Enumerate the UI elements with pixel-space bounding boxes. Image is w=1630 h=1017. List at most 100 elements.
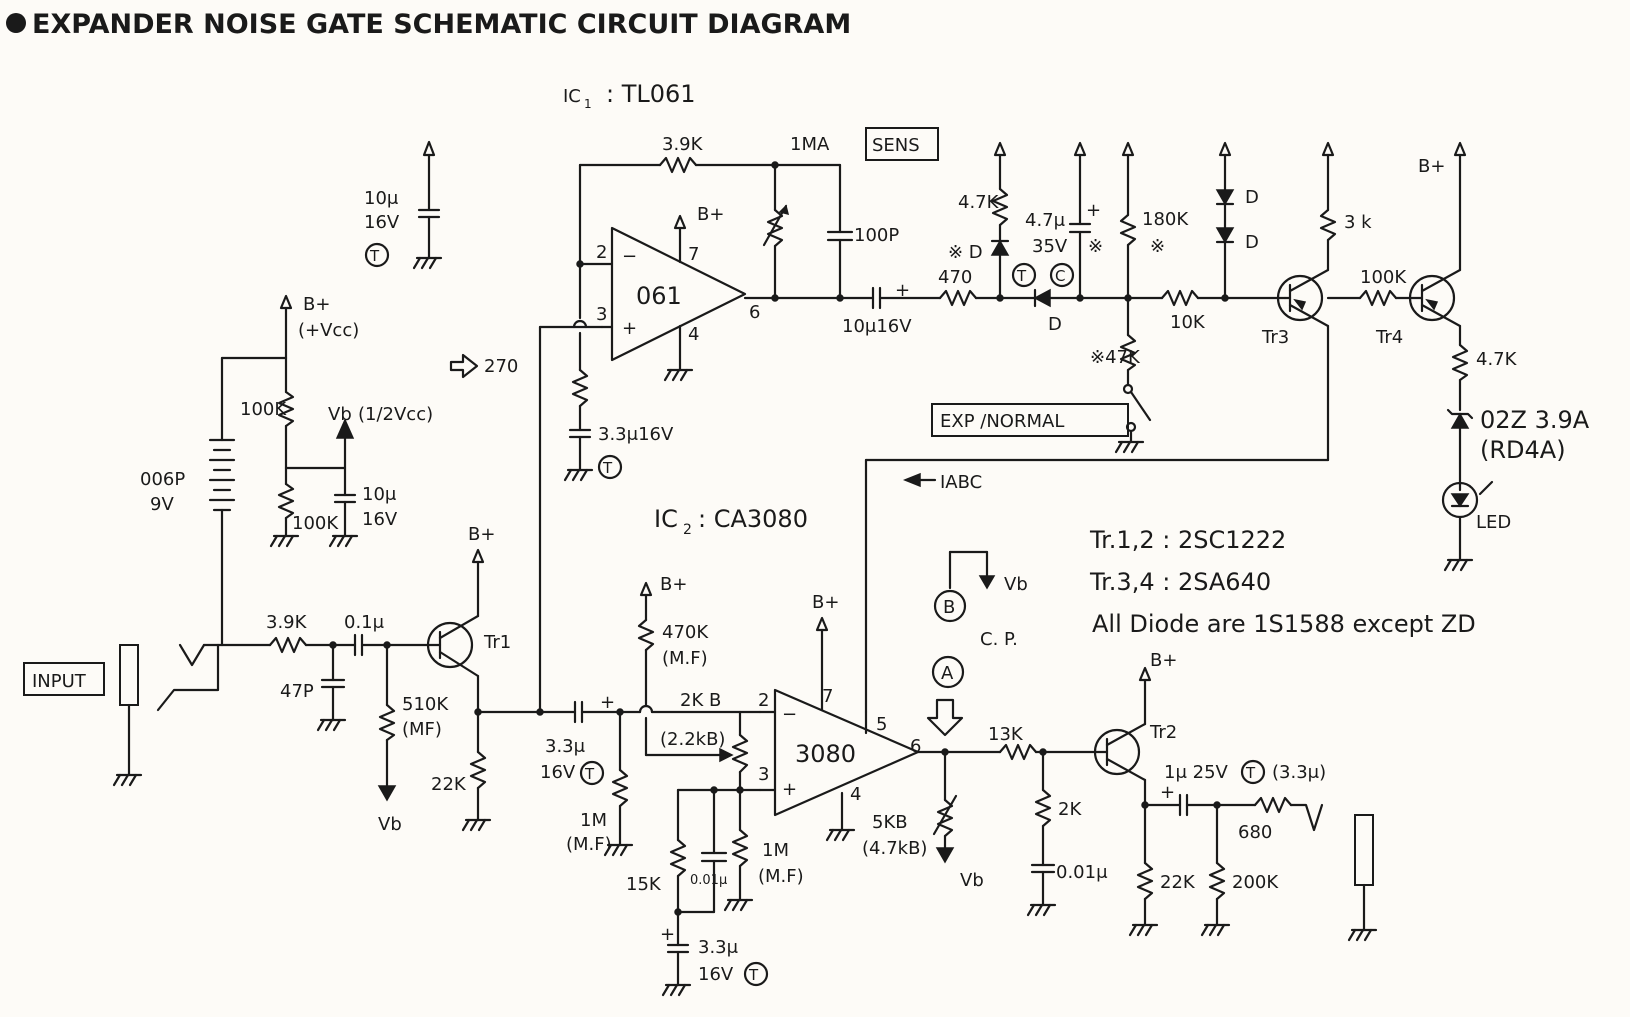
svg-text:A: A [941,663,954,684]
svg-text:4.7K: 4.7K [958,192,1000,213]
svg-text:4: 4 [850,784,861,805]
svg-text:35V: 35V [1032,236,1068,257]
svg-text:3.9K: 3.9K [266,612,308,633]
svg-text:9V: 9V [150,494,174,515]
svg-text:3.3μ16V: 3.3μ16V [598,424,674,445]
svg-text:(2.2kB): (2.2kB) [660,729,725,750]
svg-text:※: ※ [1088,236,1103,257]
svg-text:D: D [1245,232,1259,253]
svg-text:100K: 100K [240,399,287,420]
svg-text:16V: 16V [698,964,734,985]
led-driver-section: Tr3 3 k IABC 100K Tr4 B+ 4.7K 02Z 3.9A (… [864,141,1590,714]
svg-text:Tr1: Tr1 [483,632,511,653]
svg-text:270: 270 [484,356,518,377]
svg-text:22K: 22K [431,774,467,795]
svg-text:2K B: 2K B [680,690,721,711]
svg-text:T: T [1245,764,1256,782]
svg-text:3.3μ: 3.3μ [698,937,739,958]
svg-text:2: 2 [758,690,769,711]
svg-text:+: + [660,924,675,945]
svg-text:47P: 47P [280,681,314,702]
svg-text:6: 6 [910,736,921,757]
svg-text:2K: 2K [1058,799,1082,820]
ic1-ref: IC [563,86,581,107]
svg-text:4.7μ: 4.7μ [1025,210,1066,231]
svg-text:470: 470 [938,267,972,288]
svg-text:10μ: 10μ [362,484,397,505]
svg-text:16V: 16V [540,762,576,783]
svg-text:+: + [1160,782,1175,803]
svg-text:B+: B+ [660,574,687,595]
svg-text:100K: 100K [1360,267,1407,288]
svg-text:3.9K: 3.9K [662,134,704,155]
svg-text:5KB: 5KB [872,812,908,833]
svg-text:Tr4: Tr4 [1375,327,1403,348]
notes: Tr.1,2 : 2SC1222 Tr.3,4 : 2SA640 All Dio… [1089,526,1476,638]
svg-text:13K: 13K [988,724,1024,745]
svg-text:200K: 200K [1232,872,1279,893]
svg-text:10μ: 10μ [364,188,399,209]
ic1-part: : TL061 [606,80,696,108]
svg-text:(M.F): (M.F) [758,866,804,887]
svg-text:(4.7kB): (4.7kB) [862,838,927,859]
svg-text:+: + [782,779,797,800]
detector-section: 470 ※ D 4.7K D T C + 4.7μ 35V ※ [878,141,1287,454]
svg-text:+: + [600,692,615,713]
svg-text:3: 3 [758,764,769,785]
svg-text:INPUT: INPUT [32,671,87,692]
svg-text:0.01μ: 0.01μ [1056,862,1108,883]
svg-text:+: + [1086,200,1101,221]
svg-text:(1/2Vcc): (1/2Vcc) [358,404,433,425]
svg-text:3 k: 3 k [1344,212,1372,233]
svg-text:B+: B+ [697,204,724,225]
svg-text:180K: 180K [1142,209,1189,230]
svg-text:1M: 1M [762,840,789,861]
svg-text:B+: B+ [303,294,330,315]
svg-text:3: 3 [596,304,607,325]
svg-text:B+: B+ [468,524,495,545]
svg-text:T: T [1016,267,1027,285]
svg-text:0.1μ: 0.1μ [344,612,385,633]
svg-text:Vb: Vb [960,870,984,891]
svg-text:(+Vcc): (+Vcc) [298,320,359,341]
svg-text:5: 5 [876,714,887,735]
svg-text:(3.3μ): (3.3μ) [1272,762,1326,783]
svg-text:470K: 470K [662,622,709,643]
diagram-title: EXPANDER NOISE GATE SCHEMATIC CIRCUIT DI… [32,9,851,40]
note-tr34: Tr.3,4 : 2SA640 [1089,568,1271,596]
svg-text:16V: 16V [364,212,400,233]
svg-text:2: 2 [596,242,607,263]
ic2-part: : CA3080 [698,505,808,533]
svg-text:4.7K: 4.7K [1476,349,1518,370]
svg-text:7: 7 [688,244,699,265]
svg-text:(M.F): (M.F) [566,834,612,855]
svg-text:10K: 10K [1170,312,1206,333]
svg-text:−: − [782,704,797,725]
svg-text:4: 4 [688,324,699,345]
note-tr12: Tr.1,2 : 2SC1222 [1089,526,1286,554]
svg-text:+: + [622,318,637,339]
svg-text:EXP /NORMAL: EXP /NORMAL [940,411,1064,432]
svg-text:B+: B+ [1150,650,1177,671]
svg-text:100P: 100P [854,225,899,246]
svg-text:061: 061 [636,282,682,310]
svg-text:B: B [943,597,955,618]
svg-text:Tr2: Tr2 [1149,722,1177,743]
svg-text:D: D [1048,314,1062,335]
ic2-ref-sub: 2 [683,522,692,538]
ic1-ref-sub: 1 [584,97,592,111]
svg-text:D: D [1245,187,1259,208]
svg-text:SENS: SENS [872,135,920,156]
svg-text:−: − [622,246,637,267]
power-supply-section: B+ (+Vcc) 100K 100K Vb (1/2Vcc) 10μ 16V [140,294,433,647]
svg-text:C: C [1055,267,1065,285]
ic2-ref: IC [654,505,678,533]
svg-text:B+: B+ [1418,156,1445,177]
svg-text:B+: B+ [812,592,839,613]
svg-text:T: T [584,765,595,783]
svg-text:※47K: ※47K [1090,347,1141,368]
svg-text:15K: 15K [626,874,662,895]
output-section: 5KB (4.7kB) Vb Vb B C. P. A 13K 2K 0.01μ [862,550,1378,942]
svg-text:LED: LED [1476,512,1511,533]
